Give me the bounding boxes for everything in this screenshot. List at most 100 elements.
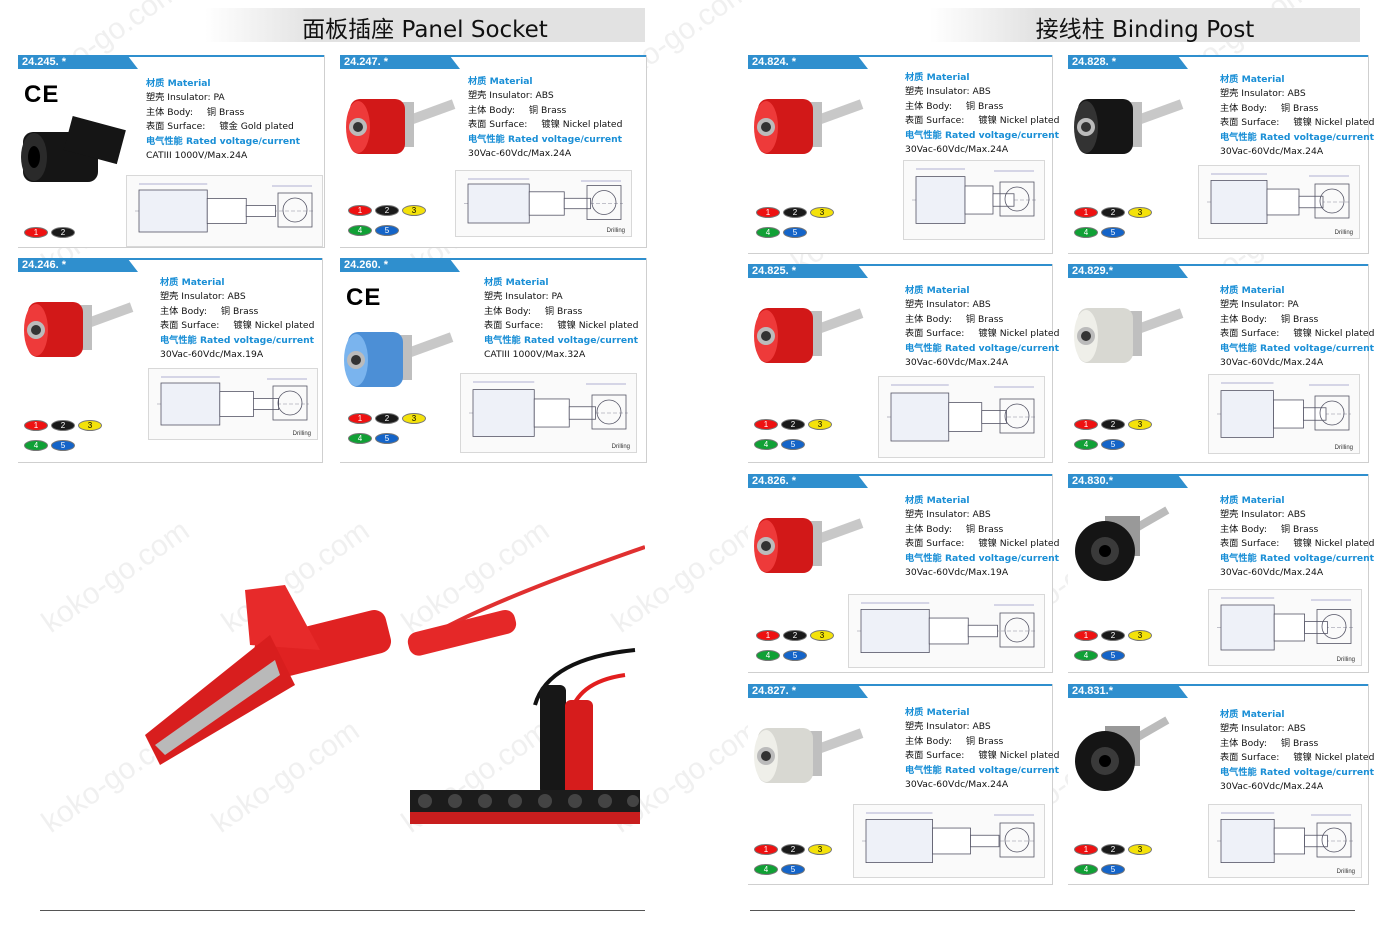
color-swatch-yellow: 3 [402,413,426,424]
red-post-photo [754,308,864,363]
body-value: 铜 Brass [220,305,259,317]
red-post-photo [754,99,864,154]
body-row: 主体 Body: 铜 Brass [1220,313,1374,327]
technical-drawing [126,175,323,247]
insulator-row: 塑壳 Insulator: ABS [160,290,314,304]
product-code-tag: 24.246. * [18,258,138,272]
color-swatch-blue: 5 [375,225,399,236]
product-code-tag: 24.826. * [748,474,868,488]
color-swatch-green: 4 [1074,650,1098,661]
surface-row: 表面 Surface:镀镍 Nickel plated [160,319,314,333]
rated-heading: 电气性能 Rated voltage/current [905,552,1060,564]
body-row: 主体 Body:铜 Brass [160,305,314,319]
header-rule [1068,55,1368,57]
color-swatch-blue: 5 [1101,650,1125,661]
surface-value: 镀镍 Nickel plated [1293,538,1375,550]
product-code-tag: 24.260. * [340,258,460,272]
left-footer-rule [40,910,645,911]
body-label: 主体 Body: [905,100,952,112]
page-title-binding-post: 接线柱 Binding Post [1035,17,1255,43]
insulator-value: PA [551,291,563,303]
ce-mark: CE [24,81,60,108]
body-row: 主体 Body:铜 Brass [905,523,1059,537]
material-heading: 材质 Material [1220,285,1285,296]
color-swatch-black: 2 [783,630,807,641]
color-swatch-yellow: 3 [1128,844,1152,855]
surface-label: 表面 Surface: [905,538,965,550]
color-swatch-red: 1 [754,844,778,855]
insulator-value: PA [213,92,225,104]
color-swatch-blue: 5 [1101,864,1125,875]
rated-heading: 电气性能 Rated voltage/current [1220,342,1375,354]
surface-row: 表面 Surface:镀镍 Nickel plated [1220,751,1374,765]
material-heading: 材质 Material [160,277,225,288]
right-footer-rule [750,910,1355,911]
product-code: 24.245. * [22,56,67,68]
product-code-tag: 24.247. * [340,55,460,69]
body-label: 主体 Body: [484,305,531,317]
insulator-value: ABS [972,721,991,733]
color-swatch-red: 1 [348,205,372,216]
rated-heading: 电气性能 Rated voltage/current [484,334,639,346]
surface-label: 表面 Surface: [905,328,965,340]
color-swatch-black: 2 [1101,844,1125,855]
surface-label: 表面 Surface: [1220,117,1280,129]
body-value: 铜 Brass [1280,313,1319,325]
body-value: 铜 Brass [544,305,583,317]
body-value: 铜 Brass [965,100,1004,112]
rated-heading: 电气性能 Rated voltage/current [905,764,1060,776]
surface-label: 表面 Surface: [1220,538,1280,550]
surface-row: 表面 Surface:镀镍 Nickel plated [468,118,622,132]
product-code-tag: 24.829.* [1068,264,1188,278]
technical-drawing: Drilling [1208,804,1362,878]
body-label: 主体 Body: [1220,313,1267,325]
color-swatch-green: 4 [1074,864,1098,875]
black-socket-photo [21,116,126,182]
material-heading: 材质 Material [905,495,970,506]
surface-row: 表面 Surface: 镀镍 Nickel plated [1220,537,1374,551]
surface-row: 表面 Surface:镀镍 Nickel plated [905,114,1059,128]
color-swatch-blue: 5 [781,864,805,875]
color-swatch-yellow: 3 [808,419,832,430]
surface-label: 表面 Surface: [905,115,965,127]
technical-drawing: Drilling [455,170,632,237]
surface-row: 表面 Surface:镀镍 Nickel plated [905,537,1059,551]
product-code: 24.830.* [1072,475,1113,487]
insulator-value: ABS [535,90,554,102]
drilling-label: Drilling [292,431,311,437]
body-value: 铜 Brass [965,523,1004,535]
color-swatch-yellow: 3 [78,420,102,431]
surface-row: 表面 Surface:镀镍 Nickel plated [1220,327,1374,341]
color-swatch-green: 4 [24,440,48,451]
color-swatch-black: 2 [781,419,805,430]
insulator-label: 塑壳 Insulator: [905,721,970,733]
color-swatch-blue: 5 [51,440,75,451]
rated-heading: 电气性能 Rated voltage/current [146,135,301,147]
rated-heading: 电气性能 Rated voltage/current [905,129,1060,141]
rated-heading: 电气性能 Rated voltage/current [1220,552,1375,564]
body-label: 主体 Body: [1220,737,1267,749]
insulator-row: 塑壳 Insulator: PA [1220,298,1374,312]
surface-row: 表面 Surface:镀镍 Nickel plated [905,749,1059,763]
material-heading: 材质 Material [905,707,970,718]
surface-row: 表面 Surface:镀镍 Nickel plated [484,319,638,333]
body-label: 主体 Body: [146,106,193,118]
surface-value: 镀镍 Nickel plated [1293,752,1375,764]
drilling-label: Drilling [1336,657,1355,663]
surface-label: 表面 Surface: [468,119,528,131]
technical-drawing: Drilling [1198,165,1360,239]
product-code-tag: 24.825. * [748,264,868,278]
white-post-photo [754,728,864,783]
red-socket-photo [346,99,456,154]
insulator-row: 塑壳 Insulator: ABS [905,85,1059,99]
